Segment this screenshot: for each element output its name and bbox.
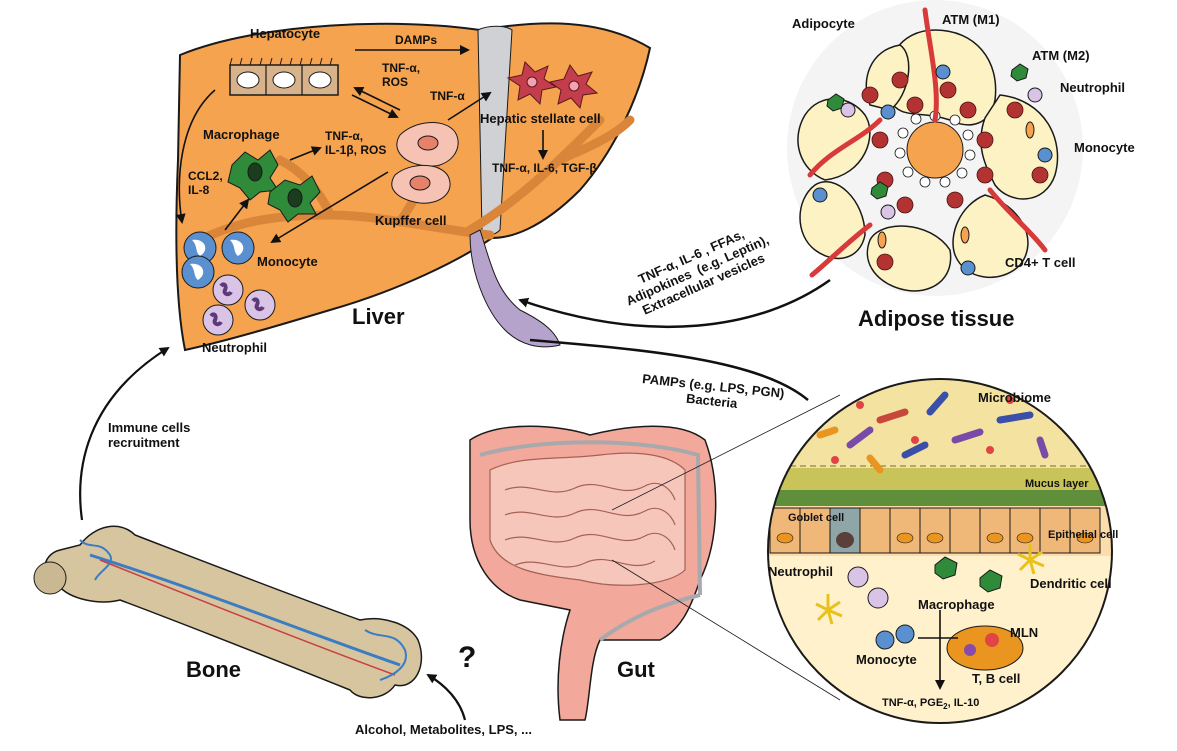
dendritic-cell-label: Dendritic cell — [1030, 576, 1112, 591]
mucus-layer-label: Mucus layer — [1025, 478, 1089, 490]
microbiome-label: Microbiome — [978, 390, 1051, 405]
macrophage-output-label: TNF-α, IL-1β, ROS — [325, 129, 387, 157]
hepatocyte-cells — [229, 57, 339, 96]
liver-arrows — [175, 45, 548, 244]
gut-magnified-view — [767, 378, 1113, 724]
ccl2-label: CCL2, IL-8 — [188, 169, 223, 197]
mln-label: MLN — [1010, 625, 1039, 640]
cd4-label: CD4+ T cell — [1005, 255, 1076, 270]
gut-output-label: TNF-α, PGE2, IL-10 — [882, 697, 980, 712]
gut-macrophage-label: Macrophage — [918, 597, 995, 612]
stellate-output-label: TNF-α, IL-6, TGF-β — [492, 161, 597, 175]
input-bone-arrow — [426, 673, 467, 721]
stellate-cells — [506, 61, 599, 110]
liver-neutrophils — [202, 274, 276, 336]
liver-title: Liver — [352, 304, 405, 329]
liver-monocytes — [181, 231, 255, 289]
tnf-ros-label: TNF-α, ROS — [382, 61, 421, 89]
adipose-title: Adipose tissue — [858, 306, 1015, 331]
stellate-label: Hepatic stellate cell — [480, 111, 601, 126]
epithelial-cell-label: Epithelial cell — [1048, 529, 1119, 541]
gut-liver-arrow — [529, 338, 809, 401]
immune-recruitment-label: Immune cells recruitment — [108, 420, 191, 450]
adipose-monocyte-label: Monocyte — [1074, 140, 1135, 155]
adipose-liver-arrow — [518, 278, 831, 329]
adipocyte-label: Adipocyte — [792, 16, 855, 31]
hepatocyte-label: Hepatocyte — [250, 26, 321, 41]
liver-monocyte-label: Monocyte — [257, 254, 318, 269]
kupffer-label: Kupffer cell — [375, 213, 447, 228]
adipose-neutrophil-label: Neutrophil — [1060, 80, 1125, 95]
bone-input-label: Alcohol, Metabolites, LPS, ... — [355, 722, 532, 737]
bone-organ — [33, 525, 423, 699]
question-mark: ? — [458, 641, 477, 674]
atm-m1-label: ATM (M1) — [942, 12, 1000, 27]
kupffer-cells — [391, 122, 459, 204]
gut-title: Gut — [617, 657, 655, 682]
adipose-tissue — [787, 0, 1083, 296]
gut-organ — [469, 394, 841, 721]
liver-neutrophil-label: Neutrophil — [202, 340, 267, 355]
bone-title: Bone — [186, 657, 241, 682]
goblet-cell-label: Goblet cell — [788, 512, 845, 524]
gut-monocyte-label: Monocyte — [856, 652, 917, 667]
tb-cell-label: T, B cell — [972, 671, 1021, 686]
bone-liver-arrow — [79, 346, 170, 521]
tnf-alpha-label: TNF-α — [430, 89, 465, 103]
damps-label: DAMPs — [395, 33, 438, 47]
liver-macrophages — [227, 149, 321, 223]
macrophage-label: Macrophage — [203, 127, 280, 142]
gut-neutrophil-label: Neutrophil — [768, 564, 833, 579]
atm-m2-label: ATM (M2) — [1032, 48, 1090, 63]
